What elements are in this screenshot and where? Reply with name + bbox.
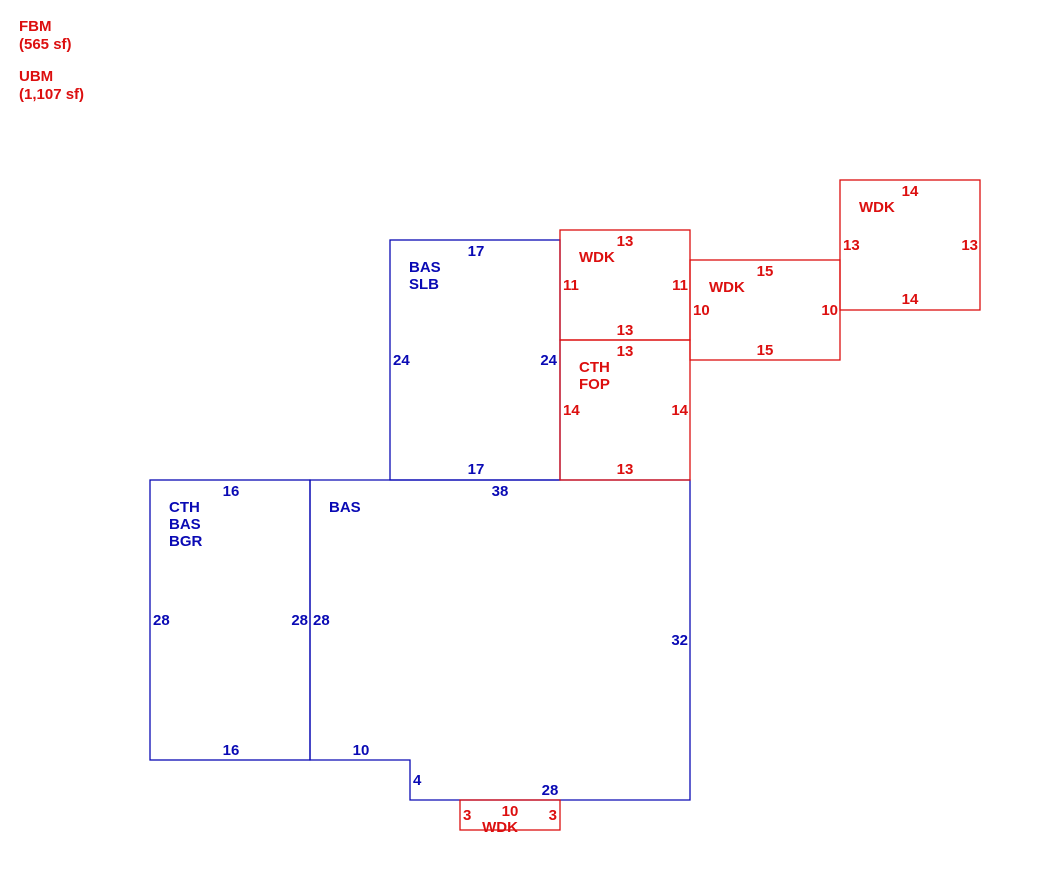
dimension-label-left: 3 xyxy=(463,807,471,824)
dimension-label-top: 15 xyxy=(757,263,774,280)
area-wdk-middle: WDK 15 15 10 10 xyxy=(689,259,841,361)
area-code-label: WDK xyxy=(709,279,745,296)
area-code-label: WDK xyxy=(579,249,615,266)
legend-fbm-area: (565 sf) xyxy=(19,36,72,53)
dimension-label-bottom-left: 10 xyxy=(353,742,370,759)
area-code-label: CTH xyxy=(579,359,610,376)
dimension-label-bottom: 13 xyxy=(617,322,634,339)
area-wdk-far: WDK 14 14 13 13 xyxy=(839,179,981,311)
area-code-label: BAS xyxy=(409,259,441,276)
dimension-label-right: 3 xyxy=(549,807,557,824)
area-code-label: BAS xyxy=(329,499,361,516)
area-outline xyxy=(459,799,561,831)
dimension-label-top: 16 xyxy=(223,483,240,500)
dimension-label-left: 13 xyxy=(843,237,860,254)
area-outline xyxy=(839,179,981,311)
dimension-label-left: 10 xyxy=(693,302,710,319)
area-wdk-small: WDK 10 3 3 xyxy=(459,799,561,836)
dimension-label-bottom: 14 xyxy=(902,291,919,308)
dimension-label-right: 14 xyxy=(671,402,688,419)
area-code-label: SLB xyxy=(409,276,439,293)
dimension-label-bottom: 16 xyxy=(223,742,240,759)
dimension-label-right: 11 xyxy=(672,277,688,294)
area-code-label: WDK xyxy=(859,199,895,216)
area-wdk-upper: WDK 13 13 11 11 xyxy=(559,229,691,341)
legend: FBM (565 sf) UBM (1,107 sf) xyxy=(19,18,84,103)
dimension-label-bottom-right: 28 xyxy=(542,782,559,799)
dimension-label-right: 24 xyxy=(540,352,557,369)
area-bas-slb: BAS SLB 17 17 24 24 xyxy=(389,239,561,481)
area-outline xyxy=(559,339,691,481)
area-code-label: CTH xyxy=(169,499,200,516)
dimension-label-left: 28 xyxy=(153,612,170,629)
dimension-label-left: 28 xyxy=(313,612,330,629)
dimension-label-top: 13 xyxy=(617,343,634,360)
legend-fbm-code: FBM xyxy=(19,18,52,35)
dimension-label-left: 14 xyxy=(563,402,580,419)
dimension-label-right: 32 xyxy=(671,632,688,649)
area-bas-main: BAS 38 28 32 10 4 28 xyxy=(309,479,691,801)
legend-ubm-area: (1,107 sf) xyxy=(19,86,84,103)
dimension-label-notch: 4 xyxy=(413,772,422,789)
area-code-label: WDK xyxy=(482,819,518,836)
dimension-label-top: 10 xyxy=(502,803,519,820)
dimension-label-bottom: 13 xyxy=(617,461,634,478)
dimension-label-right: 28 xyxy=(291,612,308,629)
dimension-label-left: 11 xyxy=(563,277,579,294)
area-code-label: BAS xyxy=(169,516,201,533)
dimension-label-bottom: 15 xyxy=(757,342,774,359)
dimension-label-right: 10 xyxy=(821,302,838,319)
area-cth-fop: CTH FOP 13 13 14 14 xyxy=(559,339,691,481)
area-code-label: FOP xyxy=(579,376,610,393)
dimension-label-top: 38 xyxy=(492,483,509,500)
area-code-label: BGR xyxy=(169,533,203,550)
dimension-label-top: 13 xyxy=(617,233,634,250)
area-cth-bas-bgr: CTH BAS BGR 16 16 28 28 xyxy=(149,479,311,761)
dimension-label-left: 24 xyxy=(393,352,410,369)
legend-ubm-code: UBM xyxy=(19,68,53,85)
dimension-label-top: 14 xyxy=(902,183,919,200)
dimension-label-bottom: 17 xyxy=(468,461,485,478)
dimension-label-right: 13 xyxy=(961,237,978,254)
dimension-label-top: 17 xyxy=(468,243,485,260)
